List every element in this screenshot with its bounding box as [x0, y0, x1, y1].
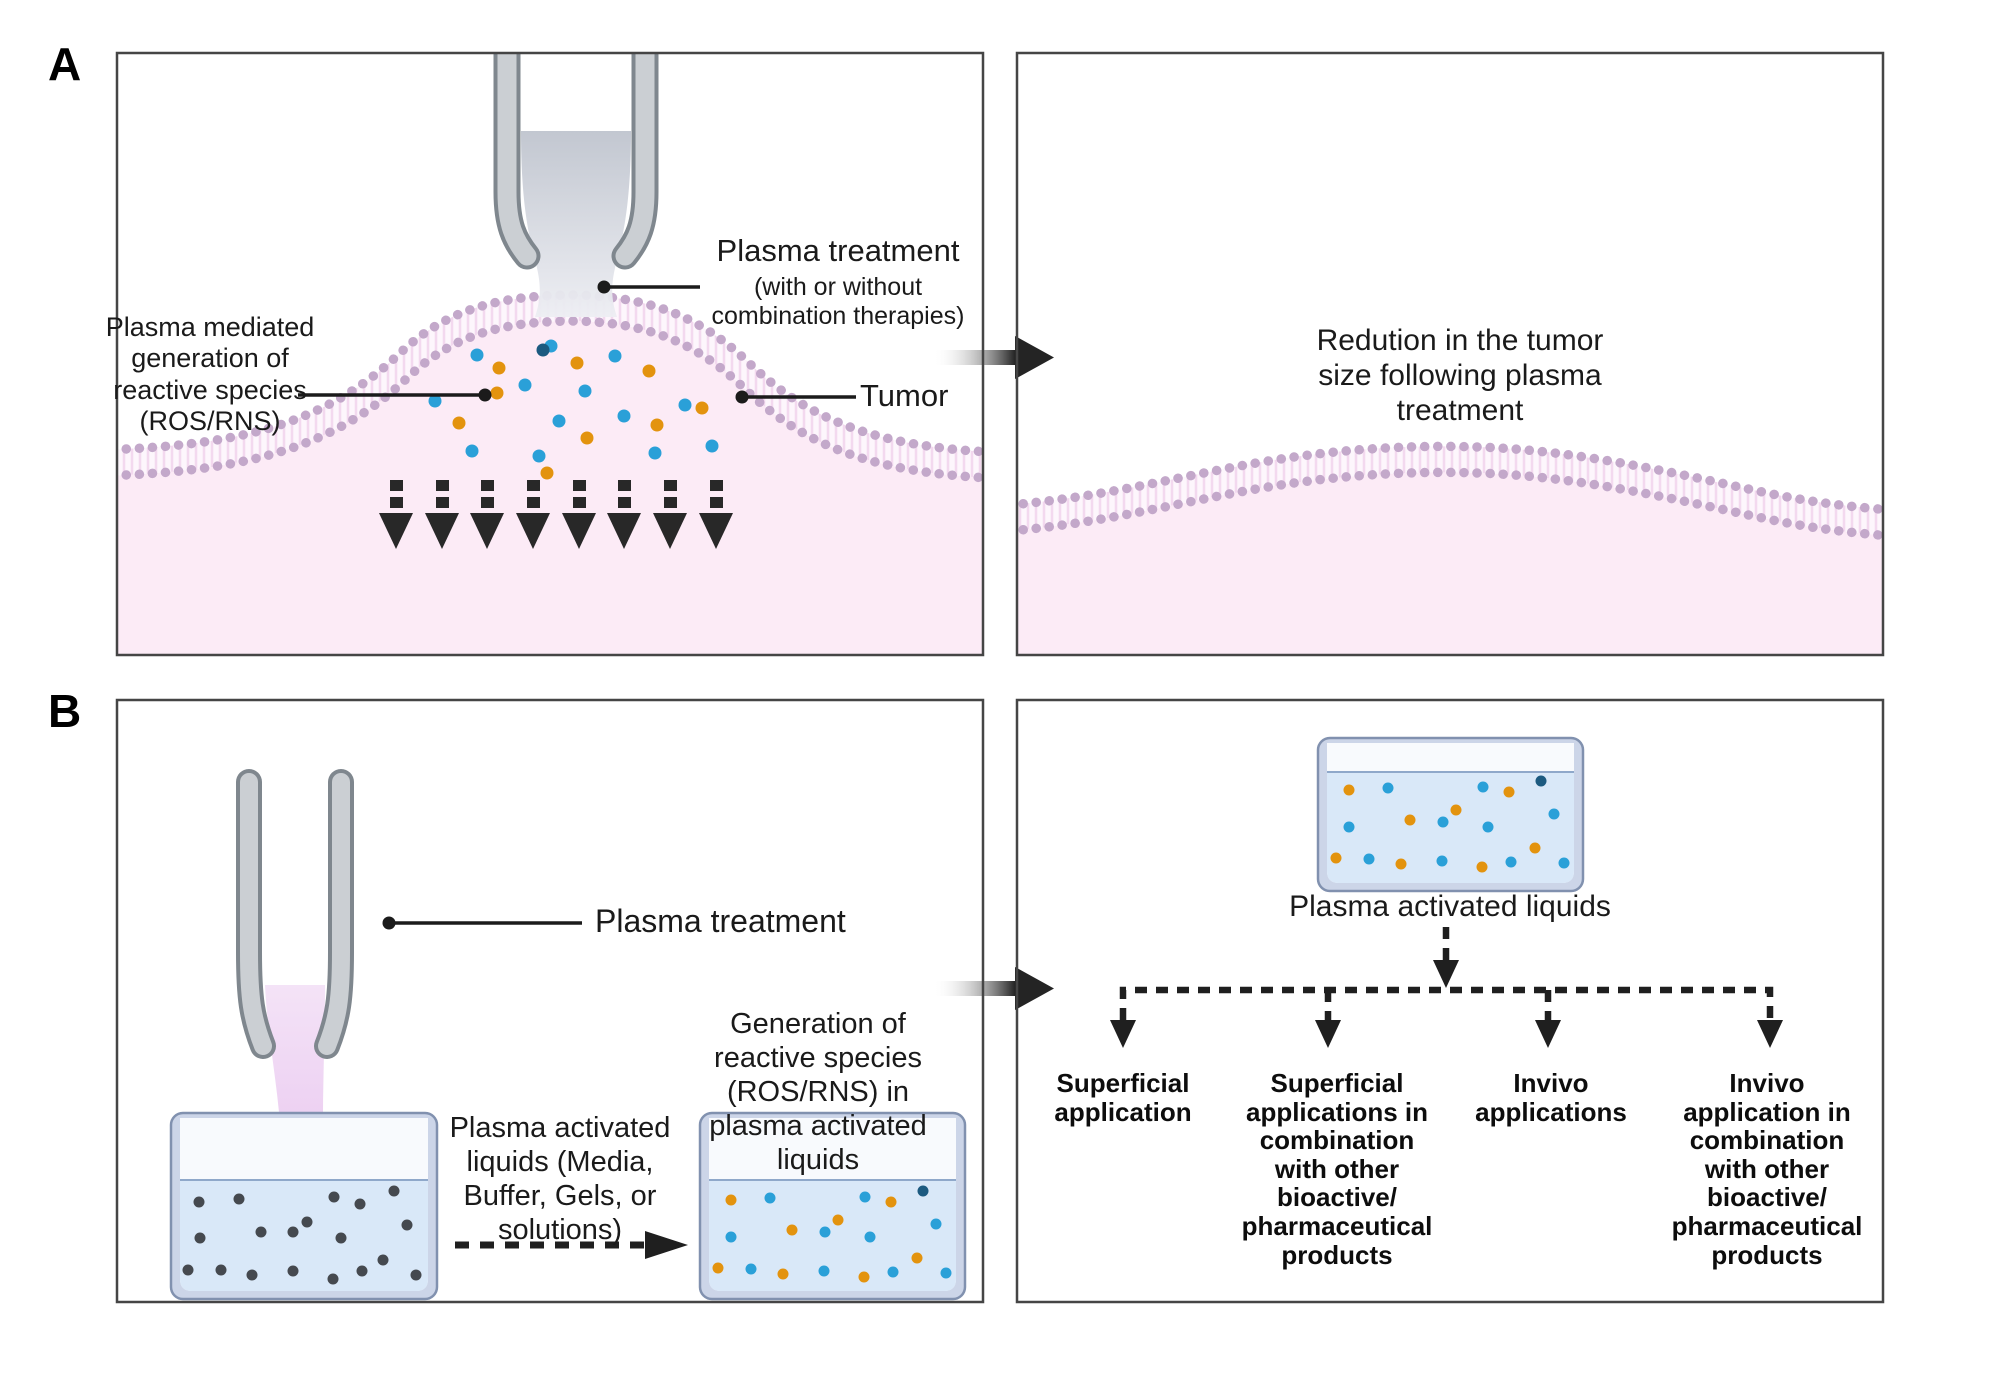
label-generation-ros-rns: Generation of reactive species (ROS/RNS)…: [709, 1008, 927, 1176]
annotation-pointers-a: [298, 280, 856, 404]
label-invivo-combination: Invivo application in combination with o…: [1671, 1068, 1863, 1270]
beaker-icon-pal: [1316, 736, 1585, 893]
label-plasma-treatment-a: Plasma treatment: [716, 233, 960, 268]
arrow-right-icon-b: [933, 967, 1054, 1010]
label-pal-beaker: Plasma activated liquids: [1289, 890, 1611, 923]
panel-boxes: [115, 51, 1885, 1304]
beaker-icon-activated: [698, 1111, 967, 1301]
box-b-right: [1015, 698, 1885, 1304]
label-superficial-application: Superficial application: [1054, 1068, 1192, 1127]
dashed-arrow-right-icon: [455, 1231, 688, 1259]
panel-b-letter: B: [48, 685, 82, 737]
membrane-band: [118, 295, 982, 478]
box-a-right: [1015, 51, 1885, 657]
box-a-left: [115, 51, 985, 657]
reactive-species-dot-darkblue: [536, 343, 550, 357]
annotation-pointer-b: [382, 916, 582, 930]
arrow-right-icon-a: [933, 336, 1054, 379]
inert-liquid-dots: [182, 1185, 422, 1285]
branch-arrowheads: [1110, 960, 1783, 1048]
reactive-species-dots-orange: [452, 356, 709, 480]
membrane-lipid-bilayer: [118, 290, 982, 483]
panel-a-letter: A: [48, 38, 82, 90]
label-reactive-species: Plasma mediated generation of reactive s…: [105, 312, 315, 436]
plasma-jet-icon-b: [236, 769, 354, 1059]
label-invivo-applications: Invivo applications: [1475, 1068, 1627, 1127]
label-tumor: Tumor: [860, 378, 949, 413]
membrane-lipid-bilayer: [1018, 441, 1882, 541]
caption-tumor-reduction: Redution in the tumor size following pla…: [1316, 324, 1604, 427]
beaker-icon-untreated: [169, 1111, 439, 1301]
tumor-before-treatment-illustration: [118, 54, 982, 654]
penetration-arrows-down: [379, 480, 733, 549]
plasma-stream: [521, 131, 631, 317]
tumor-tissue-fill: [118, 321, 982, 654]
tumor-after-treatment-illustration: [1018, 441, 1882, 654]
box-b-left: [115, 698, 985, 1304]
label-plasma-treatment-b: Plasma treatment: [595, 903, 846, 939]
application-branch-tree: [1119, 927, 1774, 1020]
reactive-species-dots-blue: [428, 339, 719, 463]
label-superficial-combination: Superficial applications in combination …: [1241, 1068, 1433, 1270]
plasma-jet-icon: [493, 54, 659, 270]
label-plasma-activated-liquids: Plasma activated liquids (Media, Buffer,…: [449, 1112, 671, 1246]
label-plasma-treatment-a-sub: (with or without combination therapies): [711, 273, 965, 330]
